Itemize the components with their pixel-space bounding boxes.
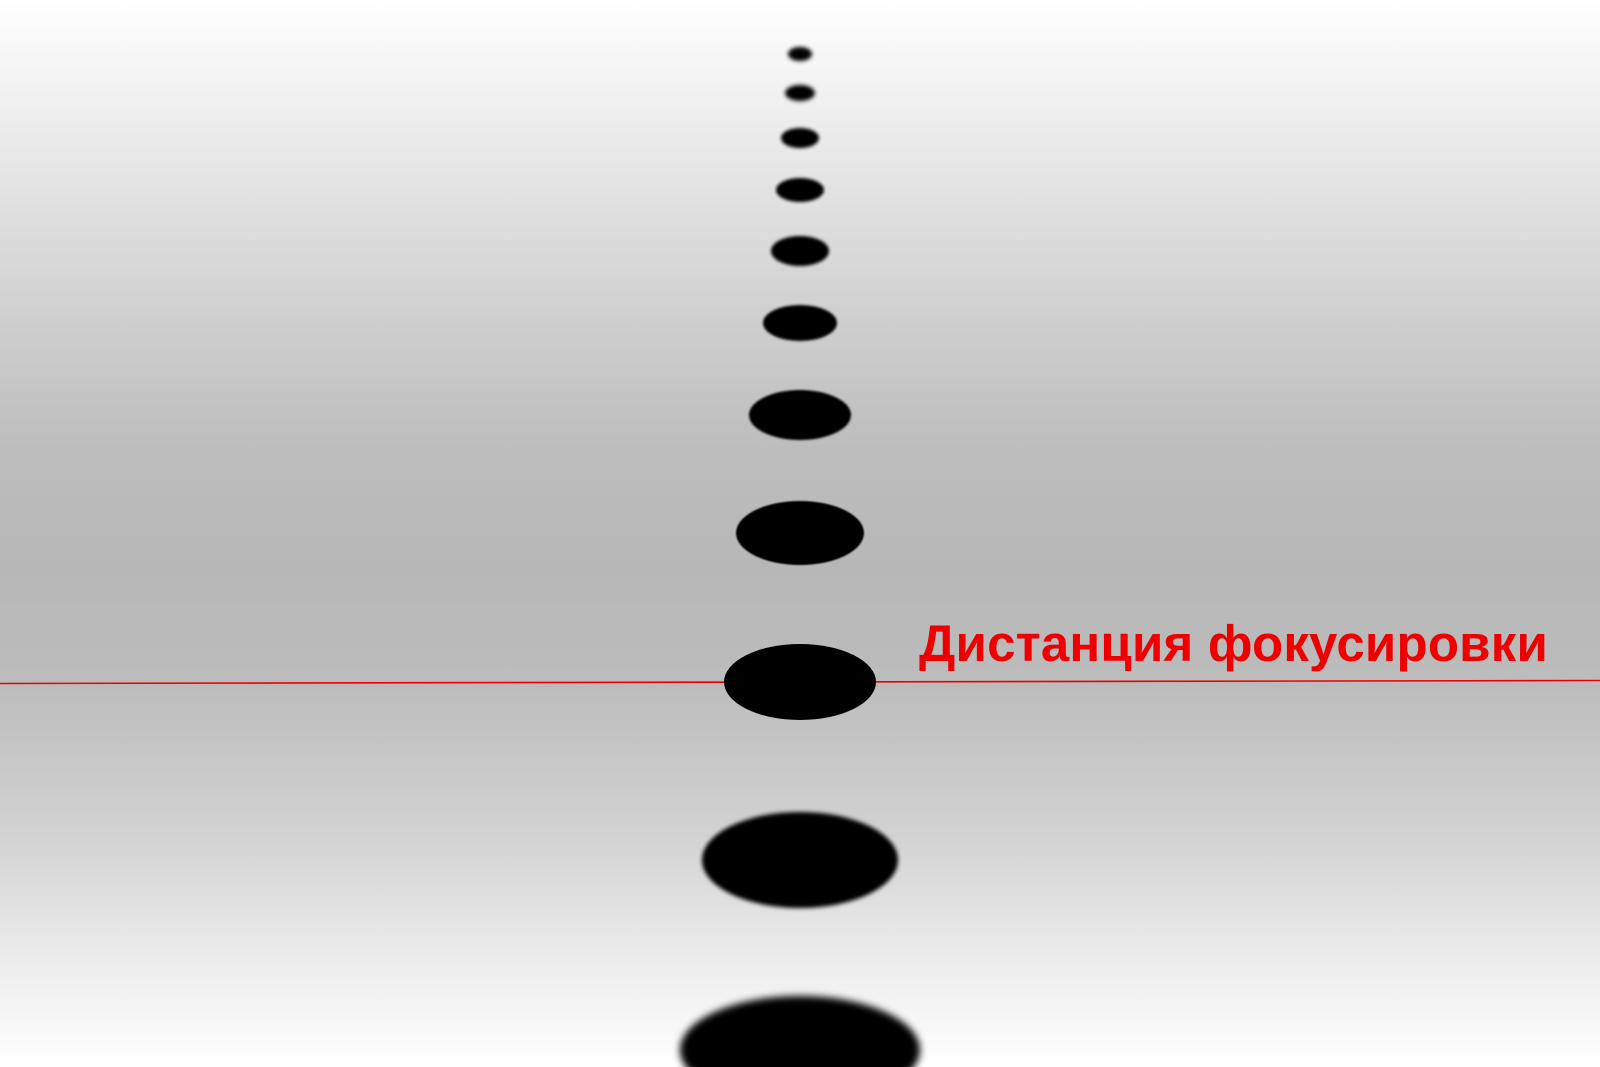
focus-distance-label: Дистанция фокусировки: [919, 615, 1548, 672]
blurred-dot-far-7: [749, 390, 851, 440]
dot-row: [0, 47, 1600, 1067]
blurred-dot-far-4: [776, 178, 824, 202]
blurred-dot-far-5: [771, 236, 829, 266]
blurred-dot-near-2: [680, 996, 920, 1067]
blurred-dot-far-3: [781, 128, 819, 148]
in-focus-dot: [724, 644, 876, 720]
blurred-dot-far-2: [785, 85, 815, 101]
blurred-dot-far-6: [763, 305, 837, 341]
blurred-dot-near-1: [702, 812, 898, 908]
blurred-dot-far-1: [788, 47, 812, 61]
blurred-dot-far-8: [736, 501, 864, 565]
